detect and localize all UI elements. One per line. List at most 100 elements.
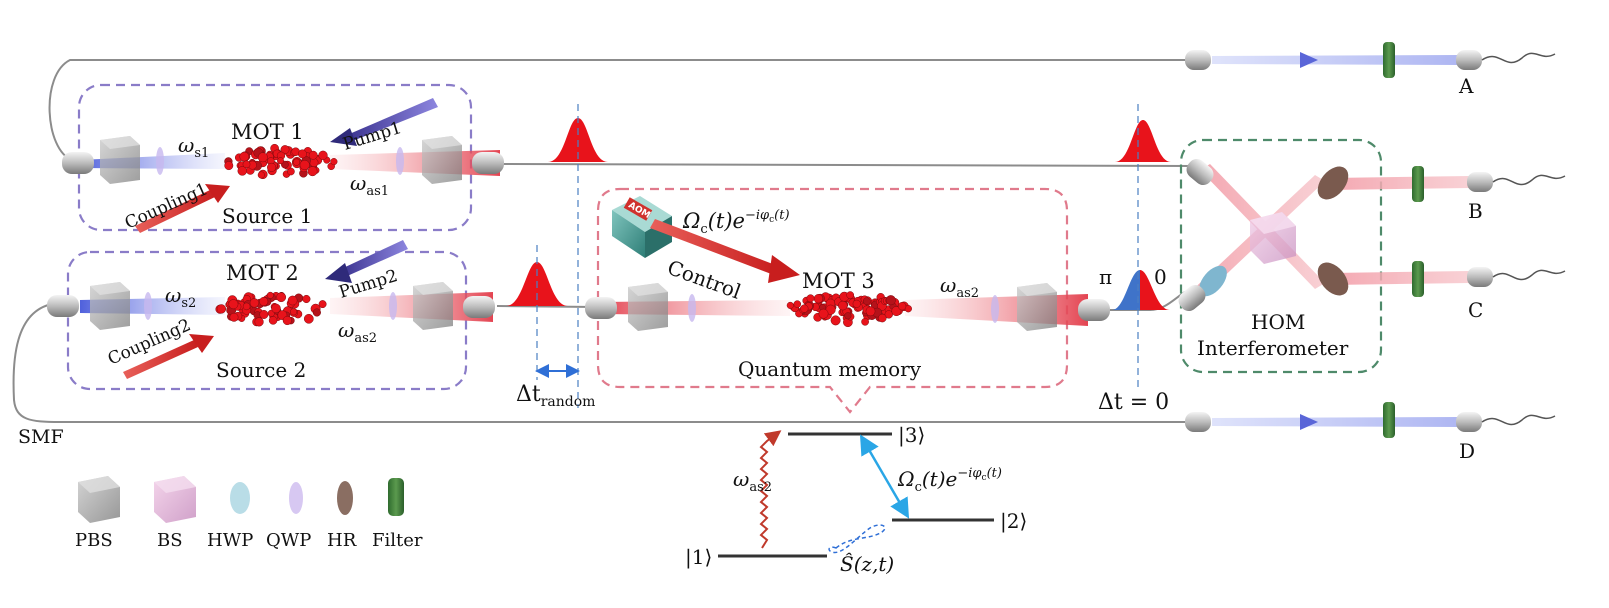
source1-pbs-right bbox=[422, 136, 462, 184]
legend-qwp-icon bbox=[289, 482, 303, 514]
hom-hwp bbox=[1199, 265, 1227, 297]
probe-label: ωas2 bbox=[733, 467, 772, 495]
smf-label: SMF bbox=[18, 426, 64, 448]
channel-d-coupler-in bbox=[1185, 412, 1211, 432]
atom-dot bbox=[268, 316, 278, 325]
channel-c-filter bbox=[1412, 261, 1424, 297]
atom-dot bbox=[239, 151, 250, 162]
memory-atom-cloud bbox=[786, 291, 912, 328]
memory-pbs-right bbox=[1017, 283, 1057, 331]
atom-dot bbox=[862, 297, 871, 306]
source1-pump-label: Pump1 bbox=[341, 118, 404, 155]
memory-qwp-left bbox=[688, 294, 696, 322]
legend-qwp-label: QWP bbox=[266, 530, 311, 551]
atom-dot bbox=[237, 166, 248, 176]
source2-qwp-right bbox=[389, 292, 397, 320]
atom-dot bbox=[852, 299, 861, 308]
channel-d-coupler-out bbox=[1456, 412, 1482, 432]
atom-dot bbox=[257, 152, 268, 163]
atom-dot bbox=[257, 171, 265, 179]
atom-dot bbox=[229, 312, 239, 322]
atom-dot bbox=[224, 161, 234, 171]
legend-hwp-icon bbox=[230, 482, 250, 514]
atom-dot bbox=[259, 296, 269, 307]
phase-zero-label: 0 bbox=[1154, 265, 1167, 289]
atom-dot bbox=[818, 308, 829, 319]
source2-mot-label: MOT 2 bbox=[226, 261, 299, 285]
channel-a-coupler-out bbox=[1456, 50, 1482, 70]
hom-beam-splitter bbox=[1250, 212, 1296, 264]
source1-qwp-right bbox=[396, 147, 404, 175]
atom-dot bbox=[259, 310, 269, 319]
atom-dot bbox=[271, 303, 281, 314]
source2-qwp-left bbox=[144, 292, 152, 320]
source1-coupler-left bbox=[62, 152, 94, 174]
atom-dot bbox=[312, 308, 321, 317]
channel-d: D bbox=[1185, 402, 1556, 463]
legend-hr-label: HR bbox=[327, 530, 357, 551]
fiber-to-a bbox=[48, 59, 1192, 161]
atom-dot bbox=[330, 158, 338, 166]
atom-dot bbox=[800, 304, 809, 313]
channel-b-label: B bbox=[1468, 199, 1483, 223]
channel-b-coupler bbox=[1467, 172, 1493, 192]
hom-label-line2: Interferometer bbox=[1197, 336, 1349, 360]
atom-dot bbox=[861, 317, 869, 326]
channel-b: B bbox=[1412, 166, 1566, 223]
atom-dot bbox=[267, 162, 277, 172]
memory-qwp-right bbox=[991, 295, 999, 323]
atom-dot bbox=[254, 317, 264, 327]
legend-bs-icon bbox=[154, 476, 196, 523]
atom-dot bbox=[897, 302, 907, 311]
hom-label-line1: HOM bbox=[1251, 310, 1305, 334]
channel-c-label: C bbox=[1468, 298, 1483, 322]
atom-dot bbox=[838, 300, 848, 311]
atom-dot bbox=[242, 160, 251, 169]
channel-d-filter bbox=[1383, 402, 1395, 438]
atom-dot bbox=[806, 294, 815, 303]
pump2-arrow bbox=[325, 240, 408, 283]
channel-d-isolator-icon bbox=[1300, 414, 1318, 430]
memory-pbs-left bbox=[628, 283, 668, 331]
atom-dot bbox=[280, 145, 290, 155]
channel-a-filter bbox=[1383, 42, 1395, 78]
channel-d-label: D bbox=[1459, 439, 1475, 463]
atom-dot bbox=[846, 291, 855, 299]
coupling1-arrow bbox=[135, 184, 230, 233]
legend-hr-icon bbox=[337, 481, 353, 515]
memory-mot-label: MOT 3 bbox=[802, 269, 875, 293]
legend-filter-icon bbox=[388, 478, 404, 516]
atom-dot bbox=[287, 295, 298, 306]
atom-dot bbox=[242, 302, 251, 311]
atom-dot bbox=[307, 166, 318, 177]
atom-dot bbox=[228, 299, 239, 310]
control-beam-arrow bbox=[650, 219, 800, 283]
control-field-label: Ωc(t)e−iφc(t) bbox=[682, 208, 790, 237]
atom-dot bbox=[276, 292, 287, 303]
atom-dot bbox=[786, 301, 794, 309]
channel-c-coupler bbox=[1467, 267, 1493, 287]
fiber-source2-to-memory bbox=[496, 305, 597, 308]
hom-coupler-bottom bbox=[1178, 285, 1206, 311]
atom-dot bbox=[813, 294, 824, 304]
atom-dot bbox=[865, 306, 876, 317]
pulse-retrieved bbox=[1112, 270, 1170, 310]
legend-filter-label: Filter bbox=[372, 530, 423, 551]
channel-a-coupler-in bbox=[1185, 50, 1211, 70]
source2-atom-cloud bbox=[215, 291, 327, 327]
source2-pbs-right bbox=[413, 282, 453, 330]
atom-dot bbox=[891, 306, 902, 317]
coupling-field-label: Ωc(t)e−iφc(t) bbox=[897, 466, 1002, 495]
hom-mirror-top bbox=[1317, 166, 1349, 200]
memory-coupler-right bbox=[1078, 299, 1110, 321]
atom-dot bbox=[885, 295, 896, 306]
channel-a-label: A bbox=[1458, 74, 1474, 98]
source1-name: Source 1 bbox=[222, 204, 312, 228]
memory-output-label: ωas2 bbox=[940, 273, 979, 301]
level-1-label: |1⟩ bbox=[685, 545, 712, 570]
atom-dot bbox=[292, 158, 301, 166]
channel-c-cable bbox=[1492, 269, 1566, 281]
atom-dot bbox=[297, 149, 307, 159]
source1-pbs-left bbox=[100, 136, 140, 184]
